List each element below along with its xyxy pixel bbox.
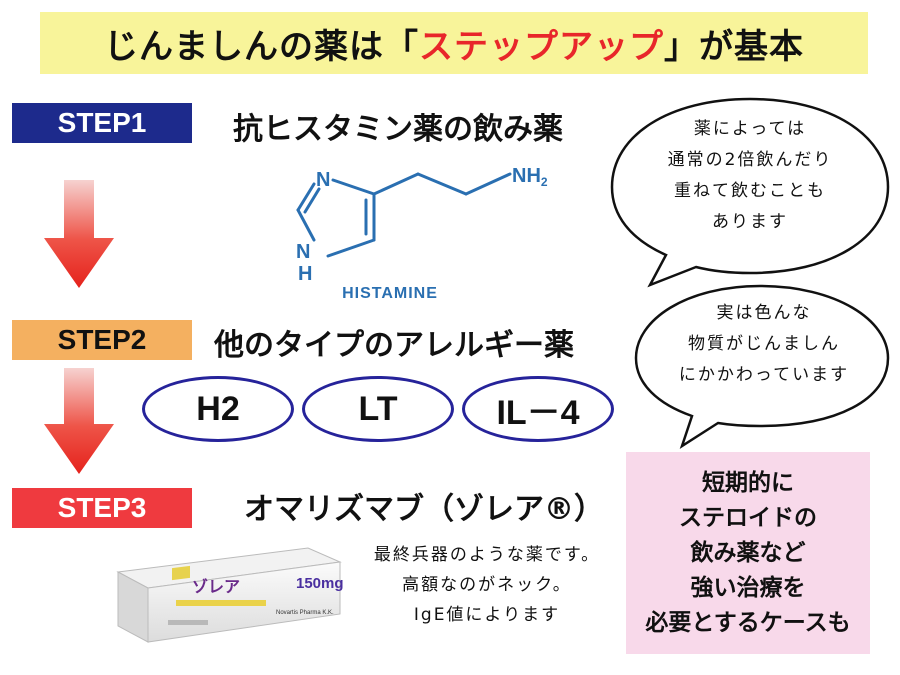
histamine-name: HISTAMINE xyxy=(342,285,438,302)
step1-label: STEP1 xyxy=(12,103,192,143)
bubble2-text: 実は色んな 物質がじんましん にかかわっています xyxy=(636,298,892,391)
bubble1-line: 薬によっては xyxy=(693,119,807,139)
down-arrow-icon xyxy=(44,368,114,474)
step3-label: STEP3 xyxy=(12,488,192,528)
speech-bubble-1 xyxy=(610,97,890,288)
title-suffix: 」が基本 xyxy=(664,26,804,67)
bubble2-line: にかかわっています xyxy=(678,365,850,385)
page-title: じんましんの薬は「ステップアップ」が基本 xyxy=(40,12,868,74)
drug-type-oval: H2 xyxy=(142,376,294,442)
title-highlight: ステップアップ xyxy=(419,26,664,67)
histamine-structure-diagram: N N H NH2 HISTAMINE xyxy=(296,165,548,302)
bubble1-line: 重ねて飲むことも xyxy=(674,181,826,201)
step3-note-line: 高額なのがネック。 xyxy=(402,575,572,595)
nitrogen-bottom-label: N xyxy=(296,241,310,263)
drug-package-image: ゾレア 150mg Novartis Pharma K.K. xyxy=(116,547,344,643)
amine-label: NH2 xyxy=(512,165,548,189)
step2-label: STEP2 xyxy=(12,320,192,360)
down-arrow-icon xyxy=(44,180,114,288)
step3-note-line: 最終兵器のような薬です。 xyxy=(373,545,601,565)
package-maker: Novartis Pharma K.K. xyxy=(276,610,334,616)
step2-title: 他のタイプのアレルギー薬 xyxy=(214,328,574,363)
package-brand: ゾレア xyxy=(192,577,240,596)
steroid-note-line: ステロイドの xyxy=(679,504,817,531)
speech-bubble-2 xyxy=(634,284,890,449)
steroid-note-line: 短期的に xyxy=(702,469,794,496)
title-prefix: じんましんの薬は「 xyxy=(104,26,419,67)
steroid-note-line: 必要とするケースも xyxy=(645,609,851,636)
steroid-note-line: 飲み薬など xyxy=(690,539,806,566)
bubble2-line: 物質がじんましん xyxy=(688,334,840,354)
steroid-note-box: 短期的に ステロイドの 飲み薬など 強い治療を 必要とするケースも xyxy=(626,452,870,654)
hydrogen-label: H xyxy=(298,263,312,285)
bubble1-text: 薬によっては 通常の2倍飲んだり 重ねて飲むことも あります xyxy=(622,114,878,238)
bubble2-line: 実は色んな xyxy=(716,303,812,323)
step3-note: 最終兵器のような薬です。 高額なのがネック。 IgE値によります xyxy=(348,540,626,630)
package-dose: 150mg xyxy=(296,575,344,592)
drug-type-oval: IL－4 xyxy=(462,376,614,442)
drug-type-oval: LT xyxy=(302,376,454,442)
bubble1-line: あります xyxy=(712,212,788,232)
step1-title: 抗ヒスタミン薬の飲み薬 xyxy=(233,112,563,147)
bubble1-line: 通常の2倍飲んだり xyxy=(667,150,833,170)
nitrogen-top-label: N xyxy=(316,169,330,191)
step3-title: オマリズマブ（ゾレア®） xyxy=(244,492,604,527)
steroid-note-line: 強い治療を xyxy=(690,574,806,601)
step3-note-line: IgE値によります xyxy=(413,605,561,625)
